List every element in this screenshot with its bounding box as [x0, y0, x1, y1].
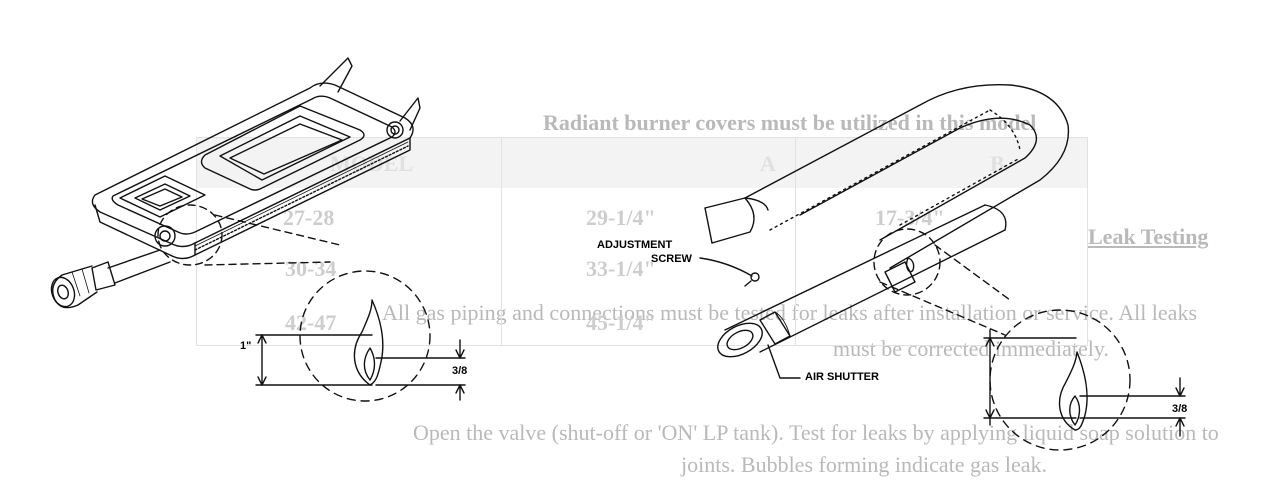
table-cell-r1-a: 29-1/4"	[586, 205, 656, 230]
air-shutter-label: AIR SHUTTER	[805, 371, 879, 383]
table-cell-r1-b: 17-3/4"	[875, 205, 945, 230]
bleed-para1-line2: must be corrected immediately.	[833, 336, 1109, 361]
right-inner-cone-label: 3/8	[1172, 403, 1188, 415]
bleed-table	[196, 137, 1088, 346]
right-burner-body	[704, 83, 1070, 358]
bleed-para1-line1: All gas piping and connections must be t…	[382, 300, 1198, 325]
left-flame-height-label: 1"	[240, 340, 252, 352]
table-cell-a-header: A	[760, 151, 776, 176]
adjustment-screw-label-line2: SCREW	[651, 253, 692, 265]
bleed-leak-heading: Leak Testing	[1088, 224, 1209, 249]
adjustment-screw-leader	[699, 257, 753, 277]
table-cell-r3-model: 42-47	[285, 310, 337, 335]
bleed-para2-line2: joints. Bubbles forming indicate gas lea…	[681, 452, 1047, 477]
table-cell-r2-model: 30-34	[285, 256, 337, 281]
bleed-para2-line1: Open the valve (shut-off or 'ON' LP tank…	[413, 420, 1219, 445]
table-cell-r3-a: 45-1/4"	[586, 310, 656, 335]
table-cell-r1-model: 27-28	[283, 205, 335, 230]
left-burner-body	[50, 57, 421, 309]
table-cell-r2-a: 33-1/4"	[586, 256, 656, 281]
left-flame-detail	[157, 204, 466, 402]
adjustment-screw-label-line1: ADJUSTMENT	[597, 239, 673, 251]
table-cell-b-header: B	[990, 151, 1005, 176]
right-flame-detail	[873, 228, 1186, 451]
left-inner-cone-label: 3/8	[452, 365, 468, 377]
air-shutter-leader	[767, 344, 801, 379]
